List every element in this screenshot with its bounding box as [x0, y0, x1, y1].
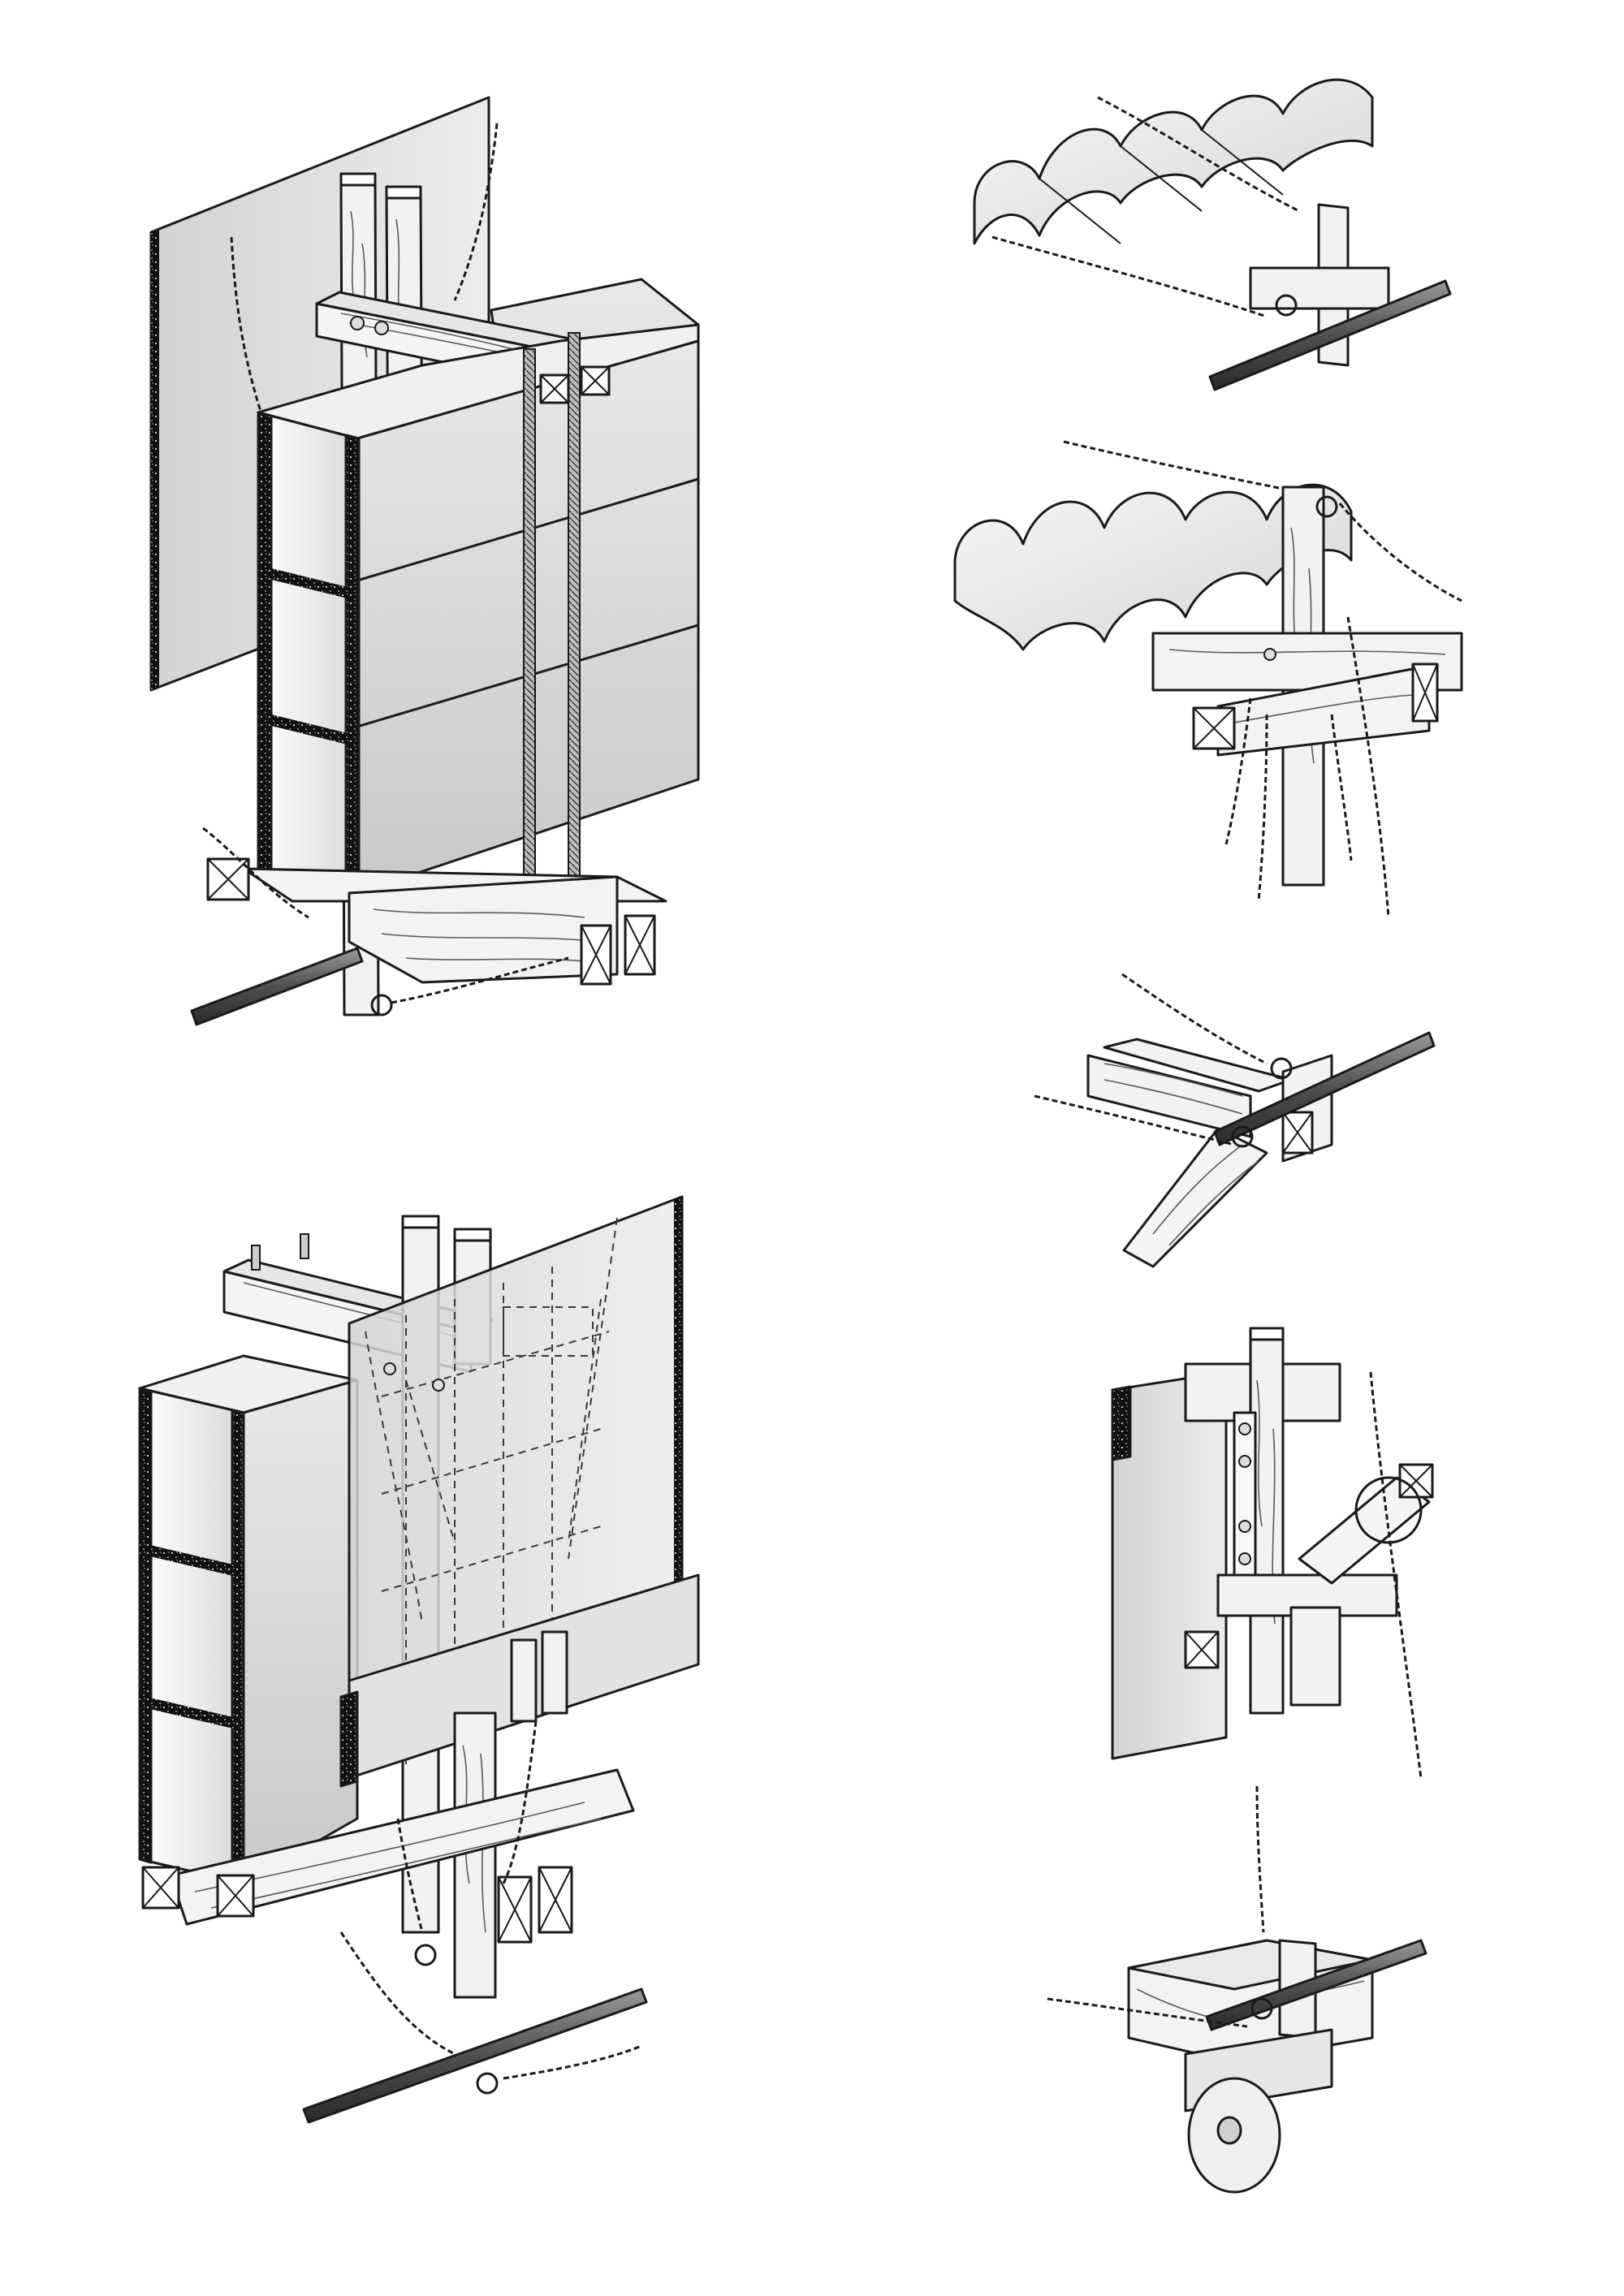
- caster-chain: [1255, 1785, 1265, 1933]
- hidden-lines: [381, 1267, 610, 1770]
- back-panel-edge: [151, 229, 159, 690]
- threaded-rod-right: [568, 332, 581, 894]
- joint-chain-2: [1034, 1094, 1235, 1146]
- chain-bottom: [391, 956, 569, 1004]
- detail-caster-drawing: [1047, 1785, 1427, 2194]
- post-left-top: [339, 172, 377, 187]
- hidden-plate: [503, 1306, 594, 1357]
- clamp-chain-top: [1097, 96, 1300, 213]
- post-chain-hang-3: [1346, 616, 1390, 918]
- assembly-rear-drawing: [138, 1195, 700, 2124]
- rear-shelf-front: [138, 1387, 245, 1885]
- rear-chain-2: [502, 1720, 538, 1884]
- detail-roof-clamp-drawing: [973, 78, 1452, 391]
- post-right-top: [385, 185, 422, 200]
- rear-eye-bolt-1: [414, 1944, 437, 1966]
- detail-panel-post-drawing: [1111, 1327, 1434, 1779]
- shelf-foam-left: [257, 411, 273, 874]
- assembly-front-drawing: [149, 96, 700, 1026]
- rear-chain-1: [396, 1818, 424, 1933]
- detail-ring: [1354, 1476, 1423, 1544]
- clamp-eye-bolt: [1275, 294, 1298, 317]
- joint-block-1: [1086, 1054, 1252, 1138]
- chain-left-low: [202, 826, 309, 919]
- post-chain-right: [1338, 503, 1462, 602]
- eye-bolt: [370, 994, 393, 1016]
- chain-top-right: [453, 123, 499, 301]
- detail-chain: [1369, 1371, 1423, 1779]
- threaded-rod-left: [523, 348, 536, 902]
- post-chain-hang-2: [1257, 714, 1268, 902]
- joint-chain-1: [1121, 973, 1268, 1065]
- rear-eye-bolt-2: [476, 2072, 499, 2095]
- shelf-foam-2: [258, 711, 357, 747]
- clamp-beam: [1249, 266, 1390, 310]
- caster-side-chain: [1047, 1997, 1248, 2028]
- post-chain-hang-1: [1224, 697, 1252, 845]
- joint-diagonal-plank: [1122, 1127, 1268, 1268]
- detail-rod-joint-drawing: [1034, 973, 1436, 1268]
- clip-2: [541, 1630, 568, 1715]
- caster-hub: [1216, 2116, 1242, 2145]
- rear-bolt-1: [251, 1245, 261, 1271]
- detail-lower-block: [1289, 1606, 1341, 1707]
- post-chain-top: [1063, 440, 1316, 497]
- shelf-unit-front: [257, 411, 359, 895]
- post-chain-hang-4: [1330, 714, 1353, 861]
- rear-bolt-2: [300, 1233, 309, 1259]
- shelf-foam-mid: [344, 434, 361, 895]
- rear-chain-3: [339, 1931, 456, 2056]
- corrugated-sheet-1: [973, 78, 1374, 245]
- clamp-chain-low: [991, 235, 1268, 318]
- clamp-rod: [1208, 279, 1452, 391]
- rear-shelf-side: [242, 1379, 359, 1885]
- detail-roof-post-drawing: [953, 440, 1463, 918]
- rear-chain-4: [503, 2044, 642, 2080]
- chain-left: [230, 236, 263, 415]
- axle-rod: [190, 947, 364, 1026]
- caster-rod: [1205, 1939, 1427, 2031]
- rear-axle-rod: [302, 1987, 648, 2124]
- corrugated-sheet-2: [953, 483, 1353, 651]
- bolt-1: [350, 316, 365, 330]
- base-plank: [348, 875, 619, 984]
- clip-1: [510, 1638, 538, 1723]
- shelf-foam-1: [258, 565, 357, 601]
- bolt-2: [374, 321, 389, 335]
